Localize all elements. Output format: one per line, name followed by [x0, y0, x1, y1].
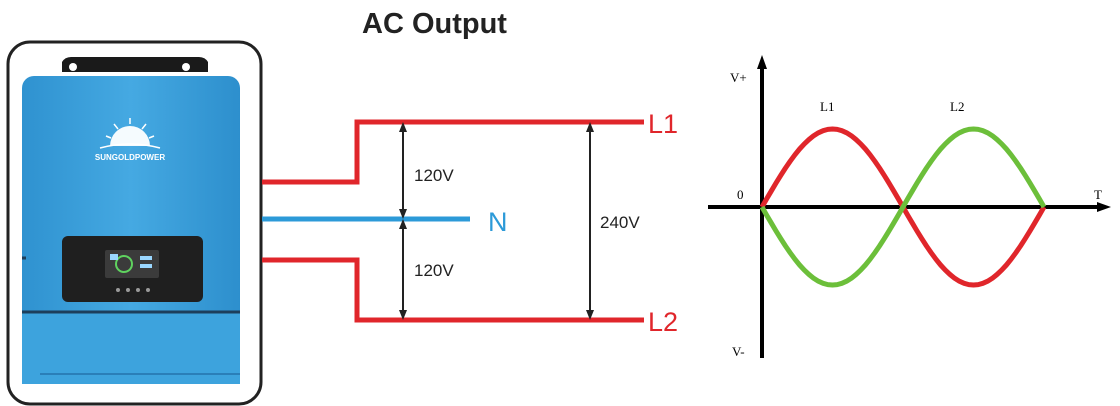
- line-label-neutral: N: [488, 207, 508, 237]
- l2-wire: [262, 257, 644, 323]
- l2-waveform: [759, 126, 1047, 288]
- inverter-body: [22, 76, 240, 384]
- wave-label-l2: L2: [950, 99, 964, 114]
- l1-wire: [262, 119, 644, 185]
- diagram-title: AC Output: [362, 8, 507, 40]
- voltage-label-l1-l2: 240V: [600, 213, 640, 232]
- sun-logo-icon: [99, 118, 161, 149]
- mounting-bracket: [62, 57, 208, 72]
- voltage-label-l1-n: 120V: [414, 166, 454, 185]
- inverter-device: SUNGOLDPOWER: [6, 40, 263, 406]
- axis-label-negative: V-: [732, 344, 745, 359]
- axis-label-time: T: [1094, 187, 1102, 202]
- brand-label: SUNGOLDPOWER: [95, 153, 165, 162]
- line-label-l2: L2: [648, 307, 678, 337]
- axis-label-origin: 0: [737, 187, 744, 202]
- mount-hole-left: [69, 63, 77, 71]
- mount-hole-right: [182, 63, 190, 71]
- line-label-l1: L1: [648, 109, 678, 139]
- waveform-chart: V+ V- 0 T L1 L2: [708, 55, 1111, 359]
- wave-label-l1: L1: [820, 99, 834, 114]
- inverter-bottom-panel: [22, 312, 240, 384]
- axis-label-positive: V+: [730, 70, 747, 85]
- voltage-label-n-l2: 120V: [414, 261, 454, 280]
- wiring-diagram: 120V 120V 240V L1 N L2: [262, 109, 678, 337]
